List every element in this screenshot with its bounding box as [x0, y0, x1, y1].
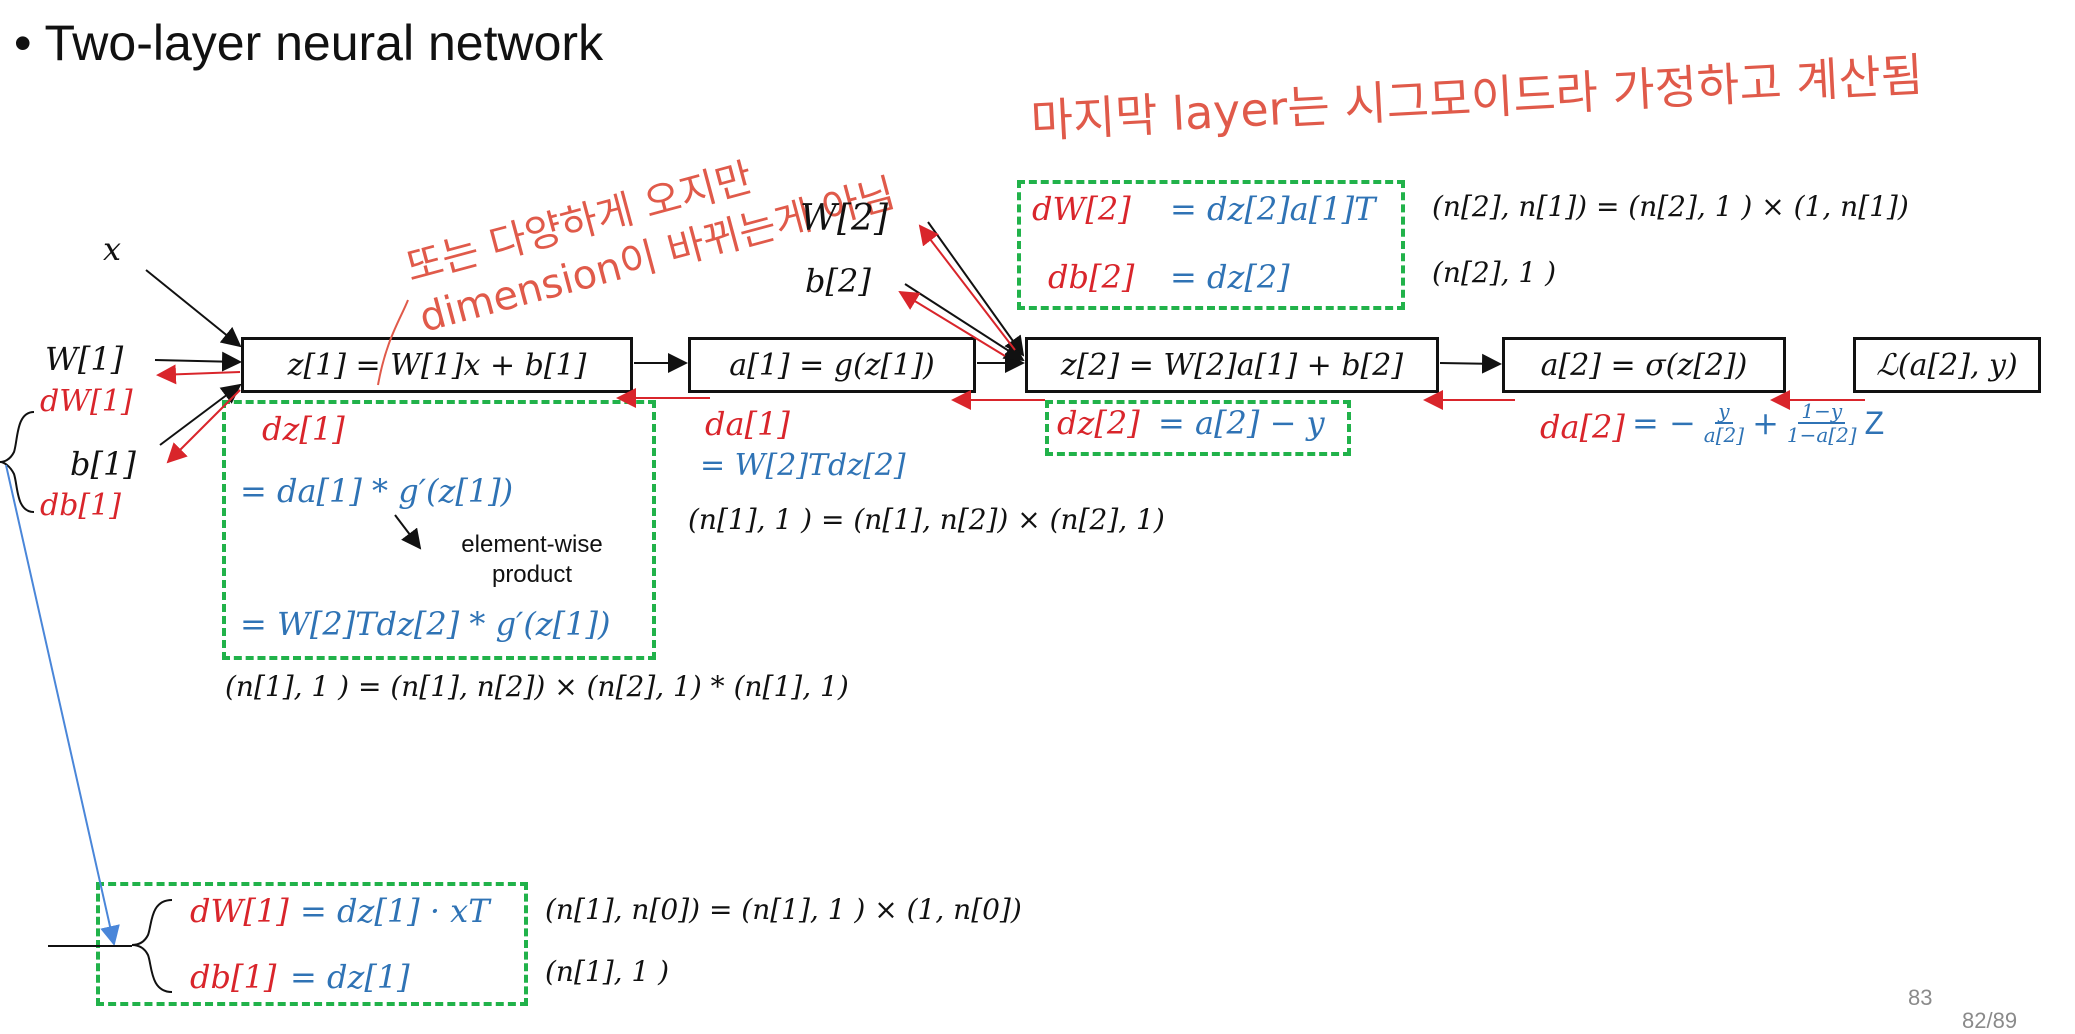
back-arrow-z2-to-W2: [918, 224, 1016, 351]
page-number: 83: [1908, 985, 1933, 1010]
box-z2: z[2] = W[2]a[1] + b[2]: [1025, 337, 1439, 393]
dW1-left-label: dW[1]: [40, 384, 133, 419]
da1-dim: (n[1], 1 ) = (n[1], n[2]) × (n[2], 1): [688, 503, 1165, 536]
arrow-z2-to-a2: [1439, 353, 1502, 374]
input-W1: W[1]: [45, 340, 124, 378]
dW1-lhs: dW[1]: [190, 892, 289, 930]
back-arrow-z2-to-b2: [898, 290, 1006, 357]
handwritten-stroke: [377, 299, 409, 386]
box-a2: a[2] = σ(z[2]): [1502, 337, 1786, 393]
da1-lhs: da[1]: [705, 405, 790, 443]
box-a1: a[1] = g(z[1]): [688, 337, 976, 393]
dW2-lhs: dW[2]: [1032, 190, 1131, 228]
element-wise-note: element-wise product: [461, 531, 603, 588]
input-x: x: [103, 230, 122, 268]
box-z1: z[1] = W[1]x + b[1]: [241, 337, 633, 393]
input-W2: W[2]: [800, 198, 888, 239]
dW1-rhs: = dz[1] · xT: [300, 892, 490, 930]
layer2-grad-box: [1017, 180, 1405, 310]
da1-rhs: = W[2]Tdz[2]: [700, 448, 906, 483]
arrow-W2-to-z2: [927, 221, 1025, 357]
db1-dim: (n[1], 1 ): [545, 955, 670, 988]
dz2-lhs: dz[2]: [1057, 404, 1140, 442]
input-b1: b[1]: [70, 445, 136, 483]
layer1-grad-box: [96, 882, 528, 1006]
back-arrow-z1-to-b1: [166, 389, 241, 464]
da2-lhs: da[2]: [1540, 408, 1625, 446]
dz1-label: dz[1]: [262, 410, 345, 448]
db2-lhs: db[2]: [1048, 258, 1135, 296]
arrow-elementwise-note: [394, 514, 422, 550]
slide-title: • Two-layer neural network: [14, 15, 604, 71]
dW2-dim: (n[2], n[1]) = (n[2], 1 ) × (1, n[1]): [1432, 190, 1909, 223]
dW1-dim: (n[1], n[0]) = (n[1], 1 ) × (1, n[0]): [545, 893, 1022, 926]
input-b2: b[2]: [805, 262, 871, 300]
dz2-box: [1045, 400, 1351, 456]
arrow-b1-to-z1: [159, 383, 242, 446]
dz1-dim: (n[1], 1 ) = (n[1], n[2]) × (n[2], 1) * …: [225, 670, 849, 703]
dW2-rhs: = dz[2]a[1]T: [1170, 190, 1376, 228]
dz1-box: [222, 400, 656, 660]
back-arrow-z1-to-W1: [156, 364, 241, 385]
db1-rhs: = dz[1]: [290, 958, 410, 996]
db1-left-label: db[1]: [40, 488, 121, 523]
left-brace: [0, 411, 35, 513]
db2-rhs: = dz[2]: [1170, 258, 1290, 296]
guide-line-to-layer1-grads: [5, 464, 120, 946]
dz2-rhs: = a[2] − y: [1158, 404, 1325, 442]
arrow-b2-to-z2: [904, 283, 1025, 362]
box-loss: ℒ(a[2], y): [1853, 337, 2041, 393]
dz1-line2: = W[2]Tdz[2] * g′(z[1]): [240, 605, 611, 643]
db2-dim: (n[2], 1 ): [1432, 256, 1557, 289]
bottom-brace: [131, 899, 173, 993]
dz1-line1: = da[1] * g′(z[1]): [240, 472, 514, 510]
arrow-W1-to-z1: [154, 351, 242, 372]
arrow-x-to-z1: [145, 269, 242, 348]
db1-lhs: db[1]: [190, 958, 277, 996]
